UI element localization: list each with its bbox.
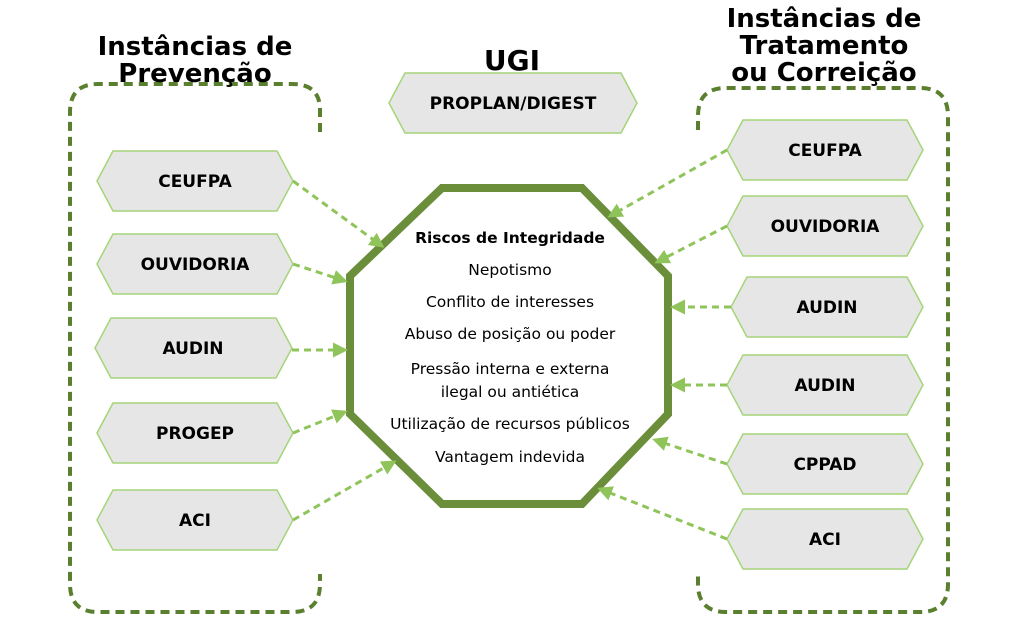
treatment-heading: Instâncias de Tratamento ou Correição (726, 4, 922, 88)
arrow-prevention-progep (292, 409, 348, 435)
ugi-box: PROPLAN/DIGEST (388, 72, 638, 134)
risk-item: Vantagem indevida (434, 448, 586, 466)
treatment-box-aci: ACI (726, 508, 924, 570)
prevention-heading: Instâncias de Prevenção (97, 32, 293, 89)
treatment-box-label: ACI (809, 530, 841, 550)
prevention-box-progep: PROGEP (96, 402, 294, 464)
risk-item: Nepotismo (468, 261, 552, 279)
arrow-treatment-aci (597, 486, 728, 541)
arrow-treatment-cppad (652, 436, 728, 466)
arrow-prevention-ceufpa (292, 179, 385, 248)
prevention-box-aci: ACI (96, 489, 294, 551)
risk-item: Conflito de interesses (425, 293, 595, 311)
risk-item: Pressão interna e externa ilegal ou anti… (410, 360, 610, 401)
prevention-box-label: PROGEP (156, 424, 234, 444)
treatment-box-cppad: CPPAD (726, 433, 924, 495)
ugi-box-label: PROPLAN/DIGEST (430, 94, 597, 114)
integrity-risks-title: Riscos de Integridade (415, 229, 605, 247)
arrow-prevention-ouvidoria (292, 262, 348, 285)
prevention-box-label: ACI (179, 511, 211, 531)
treatment-box-audin-2: AUDIN (726, 354, 924, 416)
treatment-box-ouvidoria: OUVIDORIA (726, 195, 924, 257)
treatment-group-outline (696, 86, 950, 614)
treatment-box-audin-1: AUDIN (730, 276, 924, 338)
prevention-box-label: AUDIN (162, 339, 223, 359)
treatment-box-label: AUDIN (796, 298, 857, 318)
prevention-group-outline (68, 82, 322, 614)
arrow-treatment-ceufpa (607, 148, 728, 218)
prevention-box-ceufpa: CEUFPA (96, 150, 294, 212)
prevention-box-label: CEUFPA (158, 172, 232, 192)
treatment-box-label: CPPAD (793, 455, 856, 475)
risk-item: Abuso de posição ou poder (404, 325, 616, 343)
prevention-box-label: OUVIDORIA (141, 255, 251, 275)
treatment-box-ceufpa: CEUFPA (726, 119, 924, 181)
treatment-box-label: CEUFPA (788, 141, 862, 161)
arrow-treatment-ouvidoria (654, 224, 728, 264)
ugi-heading: UGI (483, 44, 541, 77)
treatment-box-label: AUDIN (794, 376, 855, 396)
risk-item: Utilização de recursos públicos (390, 415, 630, 433)
arrow-prevention-aci (292, 460, 397, 522)
treatment-box-label: OUVIDORIA (771, 217, 881, 237)
prevention-box-audin: AUDIN (94, 317, 293, 379)
prevention-box-ouvidoria: OUVIDORIA (96, 233, 294, 295)
